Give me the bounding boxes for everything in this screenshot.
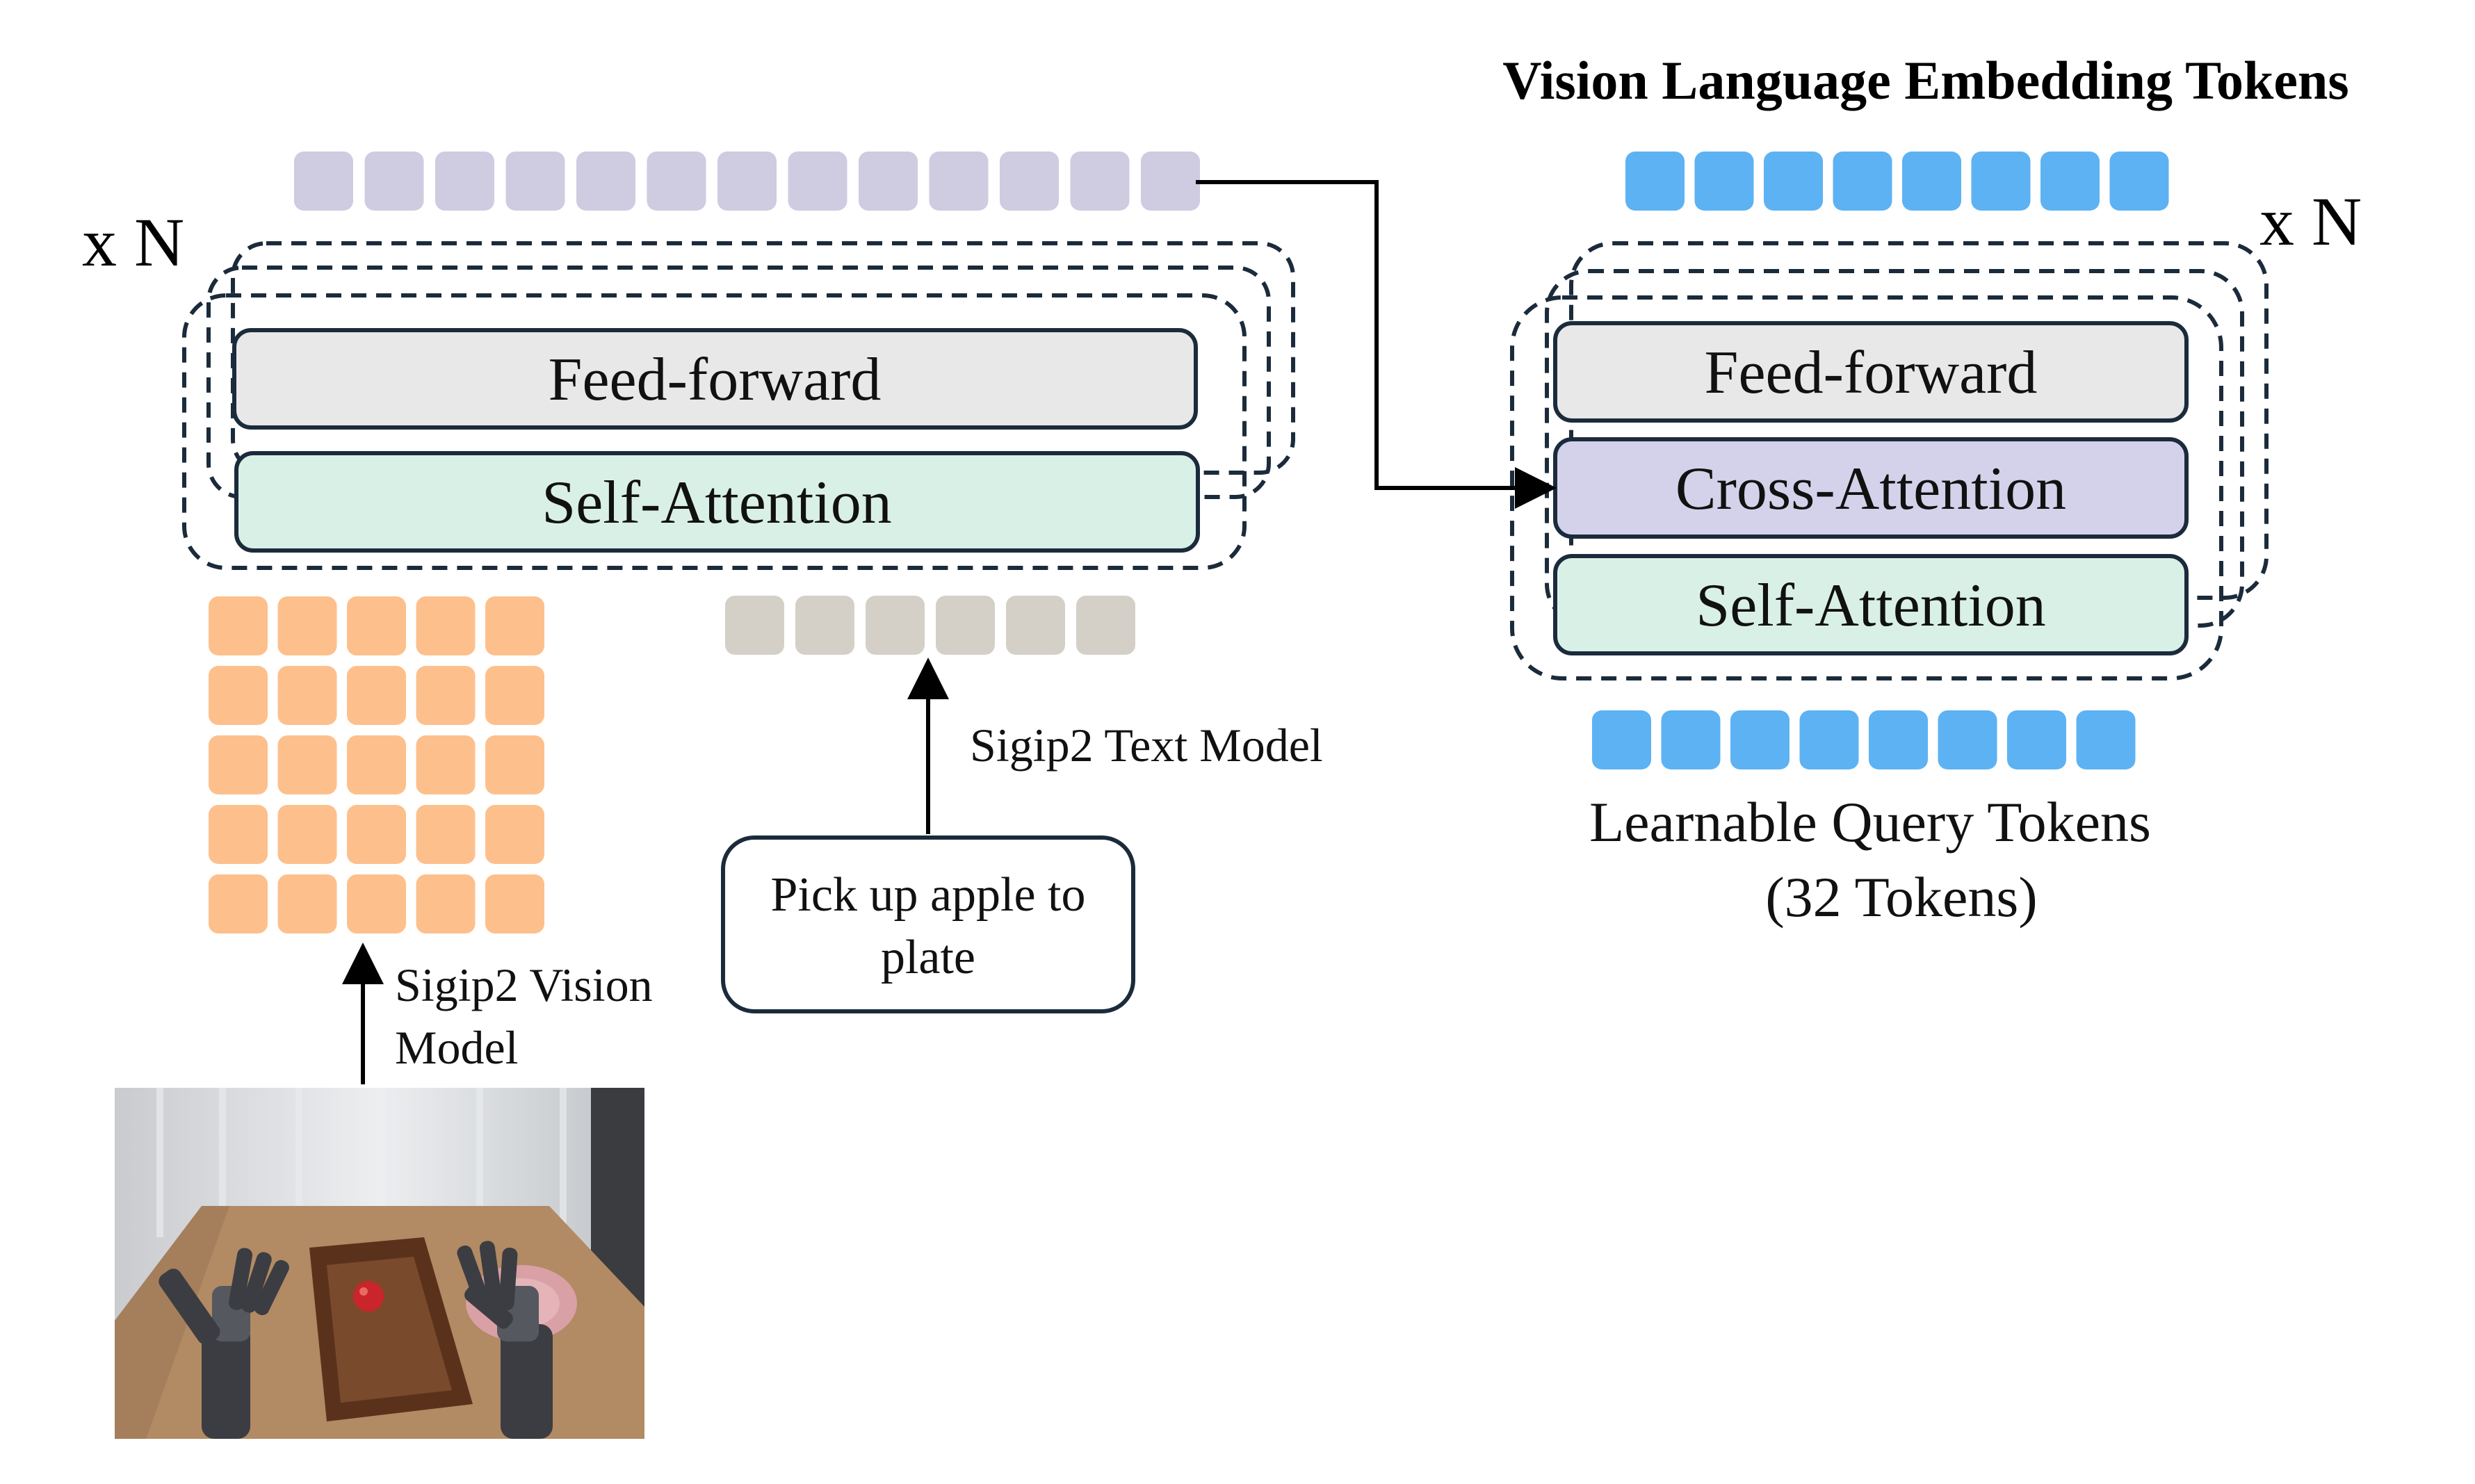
image-token <box>347 874 406 933</box>
query-tokens-count-label: (32 Tokens) <box>1765 865 2037 929</box>
text-model-label: Sigip2 Text Model <box>970 719 1323 772</box>
text-token <box>936 596 995 655</box>
feed-forward-label: Feed-forward <box>549 346 882 414</box>
instruction-line-2: plate <box>881 931 975 984</box>
image-token <box>277 735 337 794</box>
robot-hand-left <box>159 1248 289 1439</box>
instruction-line-1: Pick up apple to <box>771 868 1086 922</box>
image-token <box>416 805 476 864</box>
joint-token <box>647 152 706 211</box>
image-token <box>277 666 337 725</box>
decoder-stack <box>1510 241 2269 680</box>
output-query-token <box>1902 152 1961 211</box>
joint-token <box>1141 152 1200 211</box>
text-token <box>1006 596 1065 655</box>
query-tokens-label: Learnable Query Tokens <box>1589 790 2151 854</box>
robot-scene-photo <box>115 1088 644 1439</box>
image-token <box>485 735 544 794</box>
output-query-token <box>2109 152 2169 211</box>
image-token <box>416 874 476 933</box>
text-token <box>866 596 925 655</box>
input-query-token <box>2076 710 2136 769</box>
input-query-token <box>1730 710 1790 769</box>
output-query-token <box>1833 152 1892 211</box>
image-token <box>485 805 544 864</box>
decoder-feed-forward-label: Feed-forward <box>1705 339 2038 407</box>
joint-token <box>788 152 847 211</box>
output-query-token <box>1625 152 1685 211</box>
decoder-layer-back-3 <box>1569 241 2269 600</box>
vision-model-label-line-1: Sigip2 Vision <box>395 959 653 1011</box>
output-query-token <box>1764 152 1823 211</box>
text-token <box>725 596 784 655</box>
text-token <box>795 596 854 655</box>
image-token <box>347 596 406 655</box>
decoder-self-attention-label: Self-Attention <box>1696 572 2045 639</box>
input-query-token <box>1661 710 1721 769</box>
output-query-token <box>2040 152 2100 211</box>
image-token <box>209 666 268 725</box>
decoder-feed-forward-block <box>1553 321 2189 423</box>
decoder-layer-back-2 <box>1545 269 2244 628</box>
text-tokens <box>725 596 1135 655</box>
image-token <box>347 735 406 794</box>
decoder-layer-back-1 <box>1510 295 2223 680</box>
image-token <box>416 596 476 655</box>
image-token <box>347 805 406 864</box>
image-token <box>277 805 337 864</box>
input-query-token <box>1592 710 1651 769</box>
input-query-token <box>1869 710 1928 769</box>
image-token <box>209 805 268 864</box>
image-token <box>347 666 406 725</box>
joint-token <box>576 152 635 211</box>
joint-token <box>505 152 565 211</box>
image-token <box>277 874 337 933</box>
joint-token <box>435 152 494 211</box>
image-token <box>485 666 544 725</box>
decoder-repeat-label: x N <box>2259 183 2362 260</box>
joint-token <box>364 152 424 211</box>
image-token <box>485 596 544 655</box>
cross-attention-label: Cross-Attention <box>1675 455 2066 523</box>
joint-token <box>717 152 777 211</box>
image-token <box>485 874 544 933</box>
robot-hand-right <box>457 1241 553 1439</box>
image-token <box>209 596 268 655</box>
feed-forward-block <box>232 328 1198 430</box>
input-query-tokens <box>1592 710 2136 769</box>
input-query-token <box>1938 710 1997 769</box>
image-token <box>416 735 476 794</box>
joint-token <box>294 152 353 211</box>
self-attention-block <box>234 451 1200 553</box>
instruction-box <box>721 835 1135 1013</box>
text-token <box>1076 596 1135 655</box>
self-attention-label: Self-Attention <box>542 469 891 537</box>
diagram-title: Vision Language Embedding Tokens <box>1502 50 2348 111</box>
image-token <box>209 735 268 794</box>
joint-token <box>1000 152 1059 211</box>
stack-layer-back-1 <box>182 293 1247 570</box>
joint-embedding-tokens <box>294 152 1200 211</box>
output-query-token <box>1971 152 2031 211</box>
input-query-token <box>1799 710 1859 769</box>
joint-token <box>1070 152 1130 211</box>
output-query-tokens <box>1625 152 2169 211</box>
joint-token <box>929 152 989 211</box>
joint-token <box>859 152 918 211</box>
vision-model-label-line-2: Model <box>395 1021 519 1074</box>
output-query-token <box>1694 152 1754 211</box>
image-token <box>277 596 337 655</box>
apple <box>353 1281 384 1312</box>
input-query-token <box>2007 710 2066 769</box>
encoder-repeat-label: x N <box>82 204 184 281</box>
image-tokens <box>209 596 544 933</box>
joint-to-cross-attention-arrow <box>1196 180 1557 509</box>
decoder-self-attention-block <box>1553 554 2189 655</box>
image-token <box>416 666 476 725</box>
image-token <box>209 874 268 933</box>
